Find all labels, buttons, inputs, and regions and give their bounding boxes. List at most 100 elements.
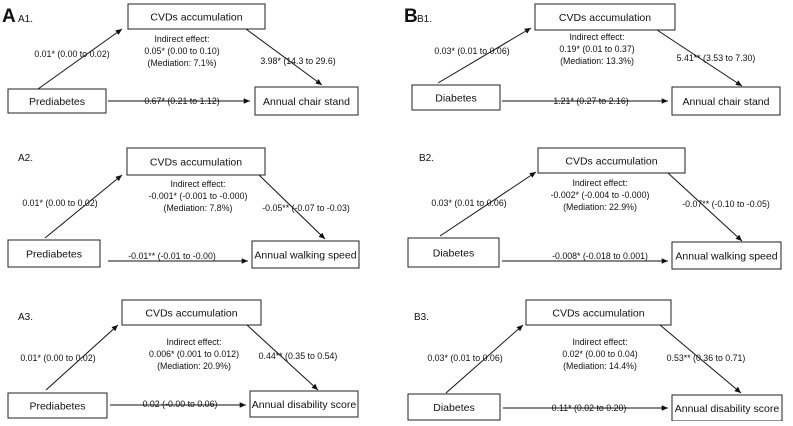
outcome-box-frame	[671, 241, 782, 270]
path-b-estimate: -0.07** (-0.10 to -0.05)	[682, 199, 770, 209]
panel-letter: B	[404, 6, 418, 27]
outcome-box-frame	[249, 390, 359, 418]
mediation-percent: (Mediation: 7.1%)	[148, 58, 217, 68]
outcome-box: Annual chair stand	[671, 86, 781, 116]
indirect-effect: Indirect effect: -0.001* (-0.001 to -0.00…	[149, 179, 248, 213]
exposure-box-frame	[7, 392, 108, 419]
path-b-estimate: 0.53** (0.36 to 0.71)	[667, 353, 746, 363]
outcome-box: Annual chair stand	[254, 86, 359, 116]
path-a-estimate: 0.01* (0.00 to 0.02)	[20, 353, 95, 363]
path-b-arrow	[245, 28, 323, 86]
mediator-box-frame	[121, 299, 262, 326]
path-b-arrow	[659, 324, 742, 394]
indirect-effect-title: Indirect effect:	[572, 178, 627, 188]
exposure-box: Prediabetes	[7, 239, 101, 268]
path-c-estimate: 1.21* (0.27 to 2.16)	[553, 96, 628, 106]
mediator-box-label: CVDs accumulation	[565, 156, 657, 168]
mediator-box-label: CVDs accumulation	[145, 308, 237, 320]
mediator-box-frame	[127, 3, 266, 30]
mediator-box-frame	[126, 147, 266, 176]
path-a-arrow	[44, 174, 123, 239]
path-c-estimate: 0.11* (0.02 to 0.20)	[552, 403, 627, 413]
model-label: A3.	[18, 312, 33, 323]
exposure-box-label: Prediabetes	[29, 96, 85, 108]
outcome-box: Annual disability score	[671, 394, 783, 422]
path-c-estimate: 0.02 (-0.00 to 0.06)	[143, 399, 218, 409]
indirect-effect-estimate: 0.006* (0.001 to 0.012)	[149, 349, 239, 359]
exposure-box-frame	[411, 84, 501, 111]
outcome-box-frame	[254, 86, 359, 116]
mediator-box-label: CVDs accumulation	[150, 12, 242, 24]
indirect-effect-title: Indirect effect:	[170, 179, 225, 189]
path-b-arrow	[258, 174, 326, 240]
exposure-box-label: Prediabetes	[26, 249, 82, 261]
path-a-arrow	[45, 324, 119, 391]
outcome-box-label: Annual chair stand	[263, 96, 350, 108]
path-b-arrow	[246, 324, 319, 391]
model-label: A1.	[18, 14, 33, 25]
indirect-effect-title: Indirect effect:	[569, 32, 624, 42]
exposure-box-label: Diabetes	[433, 248, 474, 260]
mediator-box-label: CVDs accumulation	[150, 157, 242, 169]
mediator-box-label: CVDs accumulation	[559, 12, 651, 24]
mediator-box-frame	[537, 147, 686, 174]
exposure-box: Diabetes	[407, 237, 500, 268]
exposure-box: Prediabetes	[7, 392, 108, 419]
panel-letter: A	[2, 6, 16, 27]
mediator-box: CVDs accumulation	[121, 299, 262, 326]
mediation-percent: (Mediation: 7.8%)	[164, 203, 233, 213]
mediator-box-frame	[525, 299, 672, 326]
mediator-box: CVDs accumulation	[534, 3, 676, 31]
outcome-box-frame	[251, 240, 360, 269]
exposure-box-frame	[7, 88, 107, 114]
exposure-box-frame	[407, 393, 501, 421]
path-a-arrow	[445, 324, 524, 394]
path-a-arrow	[437, 27, 532, 84]
path-b-arrow	[656, 29, 743, 87]
outcome-box-label: Annual chair stand	[683, 96, 770, 108]
exposure-box-label: Diabetes	[435, 93, 476, 105]
model-label: A2.	[18, 153, 33, 164]
model-label: B1.	[417, 14, 432, 25]
indirect-effect: Indirect effect:0.02* (0.00 to 0.04)(Med…	[562, 337, 637, 371]
path-b-estimate: 5.41** (3.53 to 7.30)	[677, 53, 756, 63]
indirect-effect-estimate: -0.001* (-0.001 to -0.000)	[149, 191, 248, 201]
exposure-box: Diabetes	[407, 393, 501, 421]
path-b-estimate: -0.05** (-0.07 to -0.03)	[262, 203, 350, 213]
path-b-estimate: 3.98* (14.3 to 29.6)	[260, 56, 335, 66]
path-a-estimate: 0.03* (0.01 to 0.06)	[434, 46, 509, 56]
path-a-arrow	[439, 171, 537, 237]
exposure-box-frame	[7, 239, 101, 268]
indirect-effect-estimate: 0.05* (0.00 to 0.10)	[144, 46, 219, 56]
indirect-effect: Indirect effect:-0.002* (-0.004 to -0.00…	[551, 178, 650, 212]
exposure-box-label: Diabetes	[433, 402, 474, 414]
indirect-effect-title: Indirect effect:	[572, 337, 627, 347]
outcome-box-label: Annual disability score	[675, 403, 780, 415]
path-c-estimate: 0.67* (0.21 to 1.12)	[144, 96, 219, 106]
outcome-box: Annual disability score	[249, 390, 359, 418]
path-a-estimate: 0.01* (0.00 to 0.02)	[34, 49, 109, 59]
exposure-box-frame	[407, 237, 500, 268]
indirect-effect: Indirect effect:0.19* (0.01 to 0.37)(Med…	[559, 32, 634, 66]
path-b-arrow	[667, 172, 743, 242]
indirect-effect-title: Indirect effect:	[166, 337, 221, 347]
mediator-box: CVDs accumulation	[127, 3, 266, 30]
mediator-box: CVDs accumulation	[537, 147, 686, 174]
outcome-box-label: Annual disability score	[252, 399, 357, 411]
mediator-box-frame	[534, 3, 676, 31]
mediation-percent: (Mediation: 20.9%)	[157, 361, 231, 371]
mediator-box: CVDs accumulation	[525, 299, 672, 326]
exposure-box: Prediabetes	[7, 88, 107, 114]
path-b-estimate: 0.44** (0.35 to 0.54)	[259, 351, 338, 361]
exposure-box-label: Prediabetes	[29, 401, 85, 413]
mediation-percent: (Mediation: 22.9%)	[563, 202, 637, 212]
mediation-percent: (Mediation: 13.3%)	[560, 56, 634, 66]
